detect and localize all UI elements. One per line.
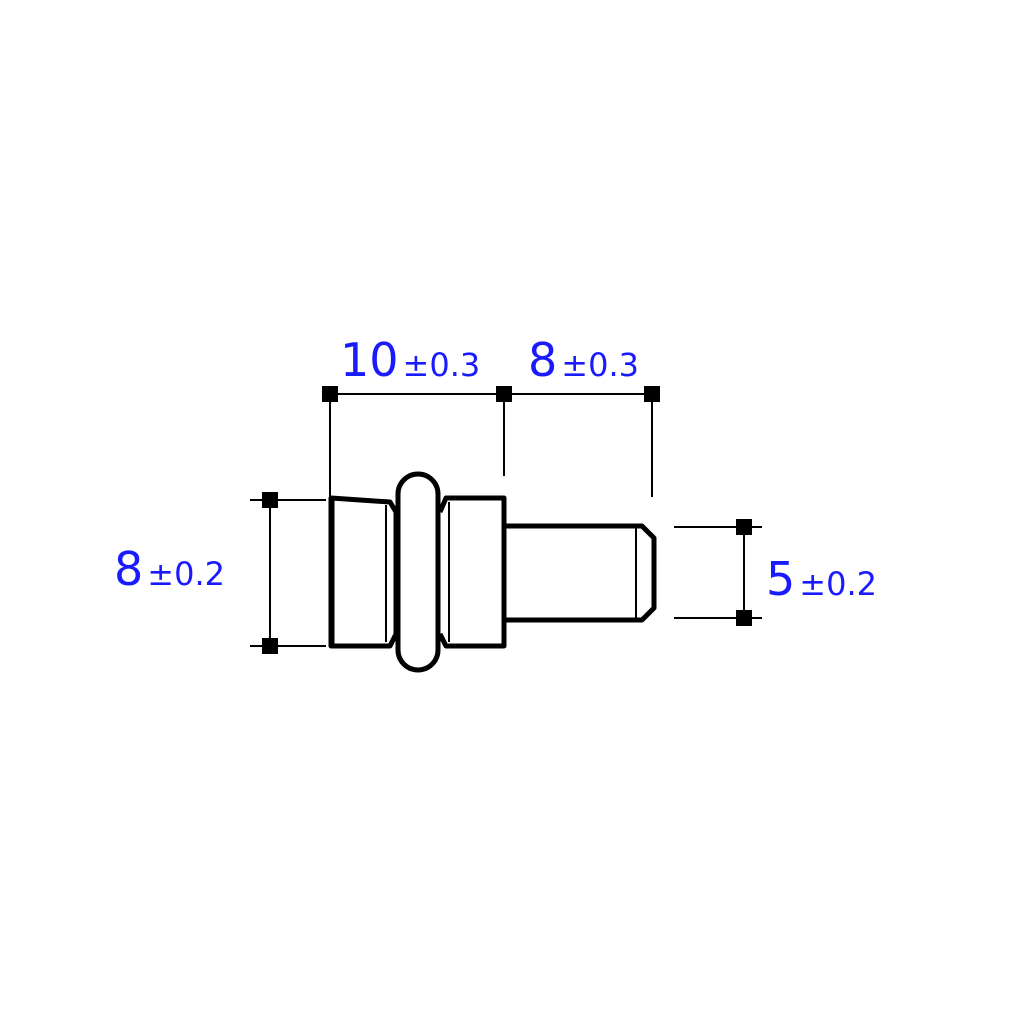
dimension-terminators	[262, 386, 752, 654]
head-length-label: 10±0.3	[340, 333, 480, 387]
front-collar	[437, 495, 507, 649]
terminator-square	[262, 492, 278, 508]
shaft	[506, 523, 657, 623]
shaft-diameter-label: 5±0.2	[766, 552, 877, 606]
terminator-square	[322, 386, 338, 402]
o-ring	[395, 471, 441, 673]
terminator-square	[496, 386, 512, 402]
terminator-square	[262, 638, 278, 654]
pin-part	[328, 471, 657, 673]
terminator-square	[736, 519, 752, 535]
terminator-square	[644, 386, 660, 402]
dimension-labels: 10±0.3 8±0.3 8±0.2 5±0.2	[114, 333, 877, 606]
head-diameter-label: 8±0.2	[114, 542, 225, 596]
shaft-length-label: 8±0.3	[528, 333, 639, 387]
terminator-square	[736, 610, 752, 626]
